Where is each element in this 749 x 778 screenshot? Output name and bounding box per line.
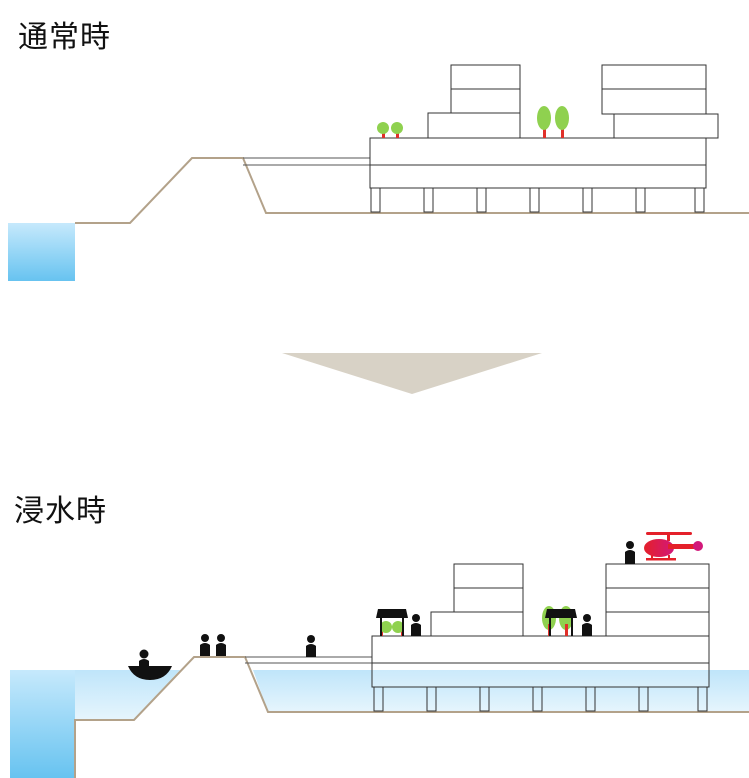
tree-icon [391, 122, 403, 138]
pilotis-columns [373, 686, 708, 712]
flood-state-title: 浸水時 [14, 494, 107, 529]
building-podium [369, 164, 707, 189]
tree-icon [537, 106, 551, 138]
river-water [10, 670, 75, 778]
normal-state-title: 通常時 [18, 20, 111, 55]
building-podium [371, 662, 710, 688]
helicopter-icon [644, 532, 703, 561]
tree-icon [555, 106, 569, 138]
person-icon [216, 634, 226, 656]
person-icon [411, 614, 421, 636]
person-icon [582, 614, 592, 636]
flood-water-right [253, 670, 749, 712]
pilotis-columns [370, 187, 705, 213]
person-icon [306, 635, 316, 657]
tree-icon [377, 122, 389, 138]
tent-icon [376, 609, 408, 636]
upper-blocks [427, 64, 719, 139]
building-podium [371, 635, 710, 664]
upper-blocks [430, 563, 710, 637]
down-arrow-icon [282, 353, 542, 394]
building-podium [369, 137, 707, 166]
ground-profile [74, 656, 749, 778]
ground-profile [75, 157, 749, 224]
tent-icon [542, 606, 577, 636]
flood-state-diagram [10, 532, 749, 778]
person-icon [625, 541, 635, 564]
normal-state-diagram [8, 64, 749, 281]
flood-water-left [75, 670, 180, 720]
river-water [8, 223, 75, 281]
person-icon [200, 634, 210, 656]
boat-icon [128, 649, 172, 680]
